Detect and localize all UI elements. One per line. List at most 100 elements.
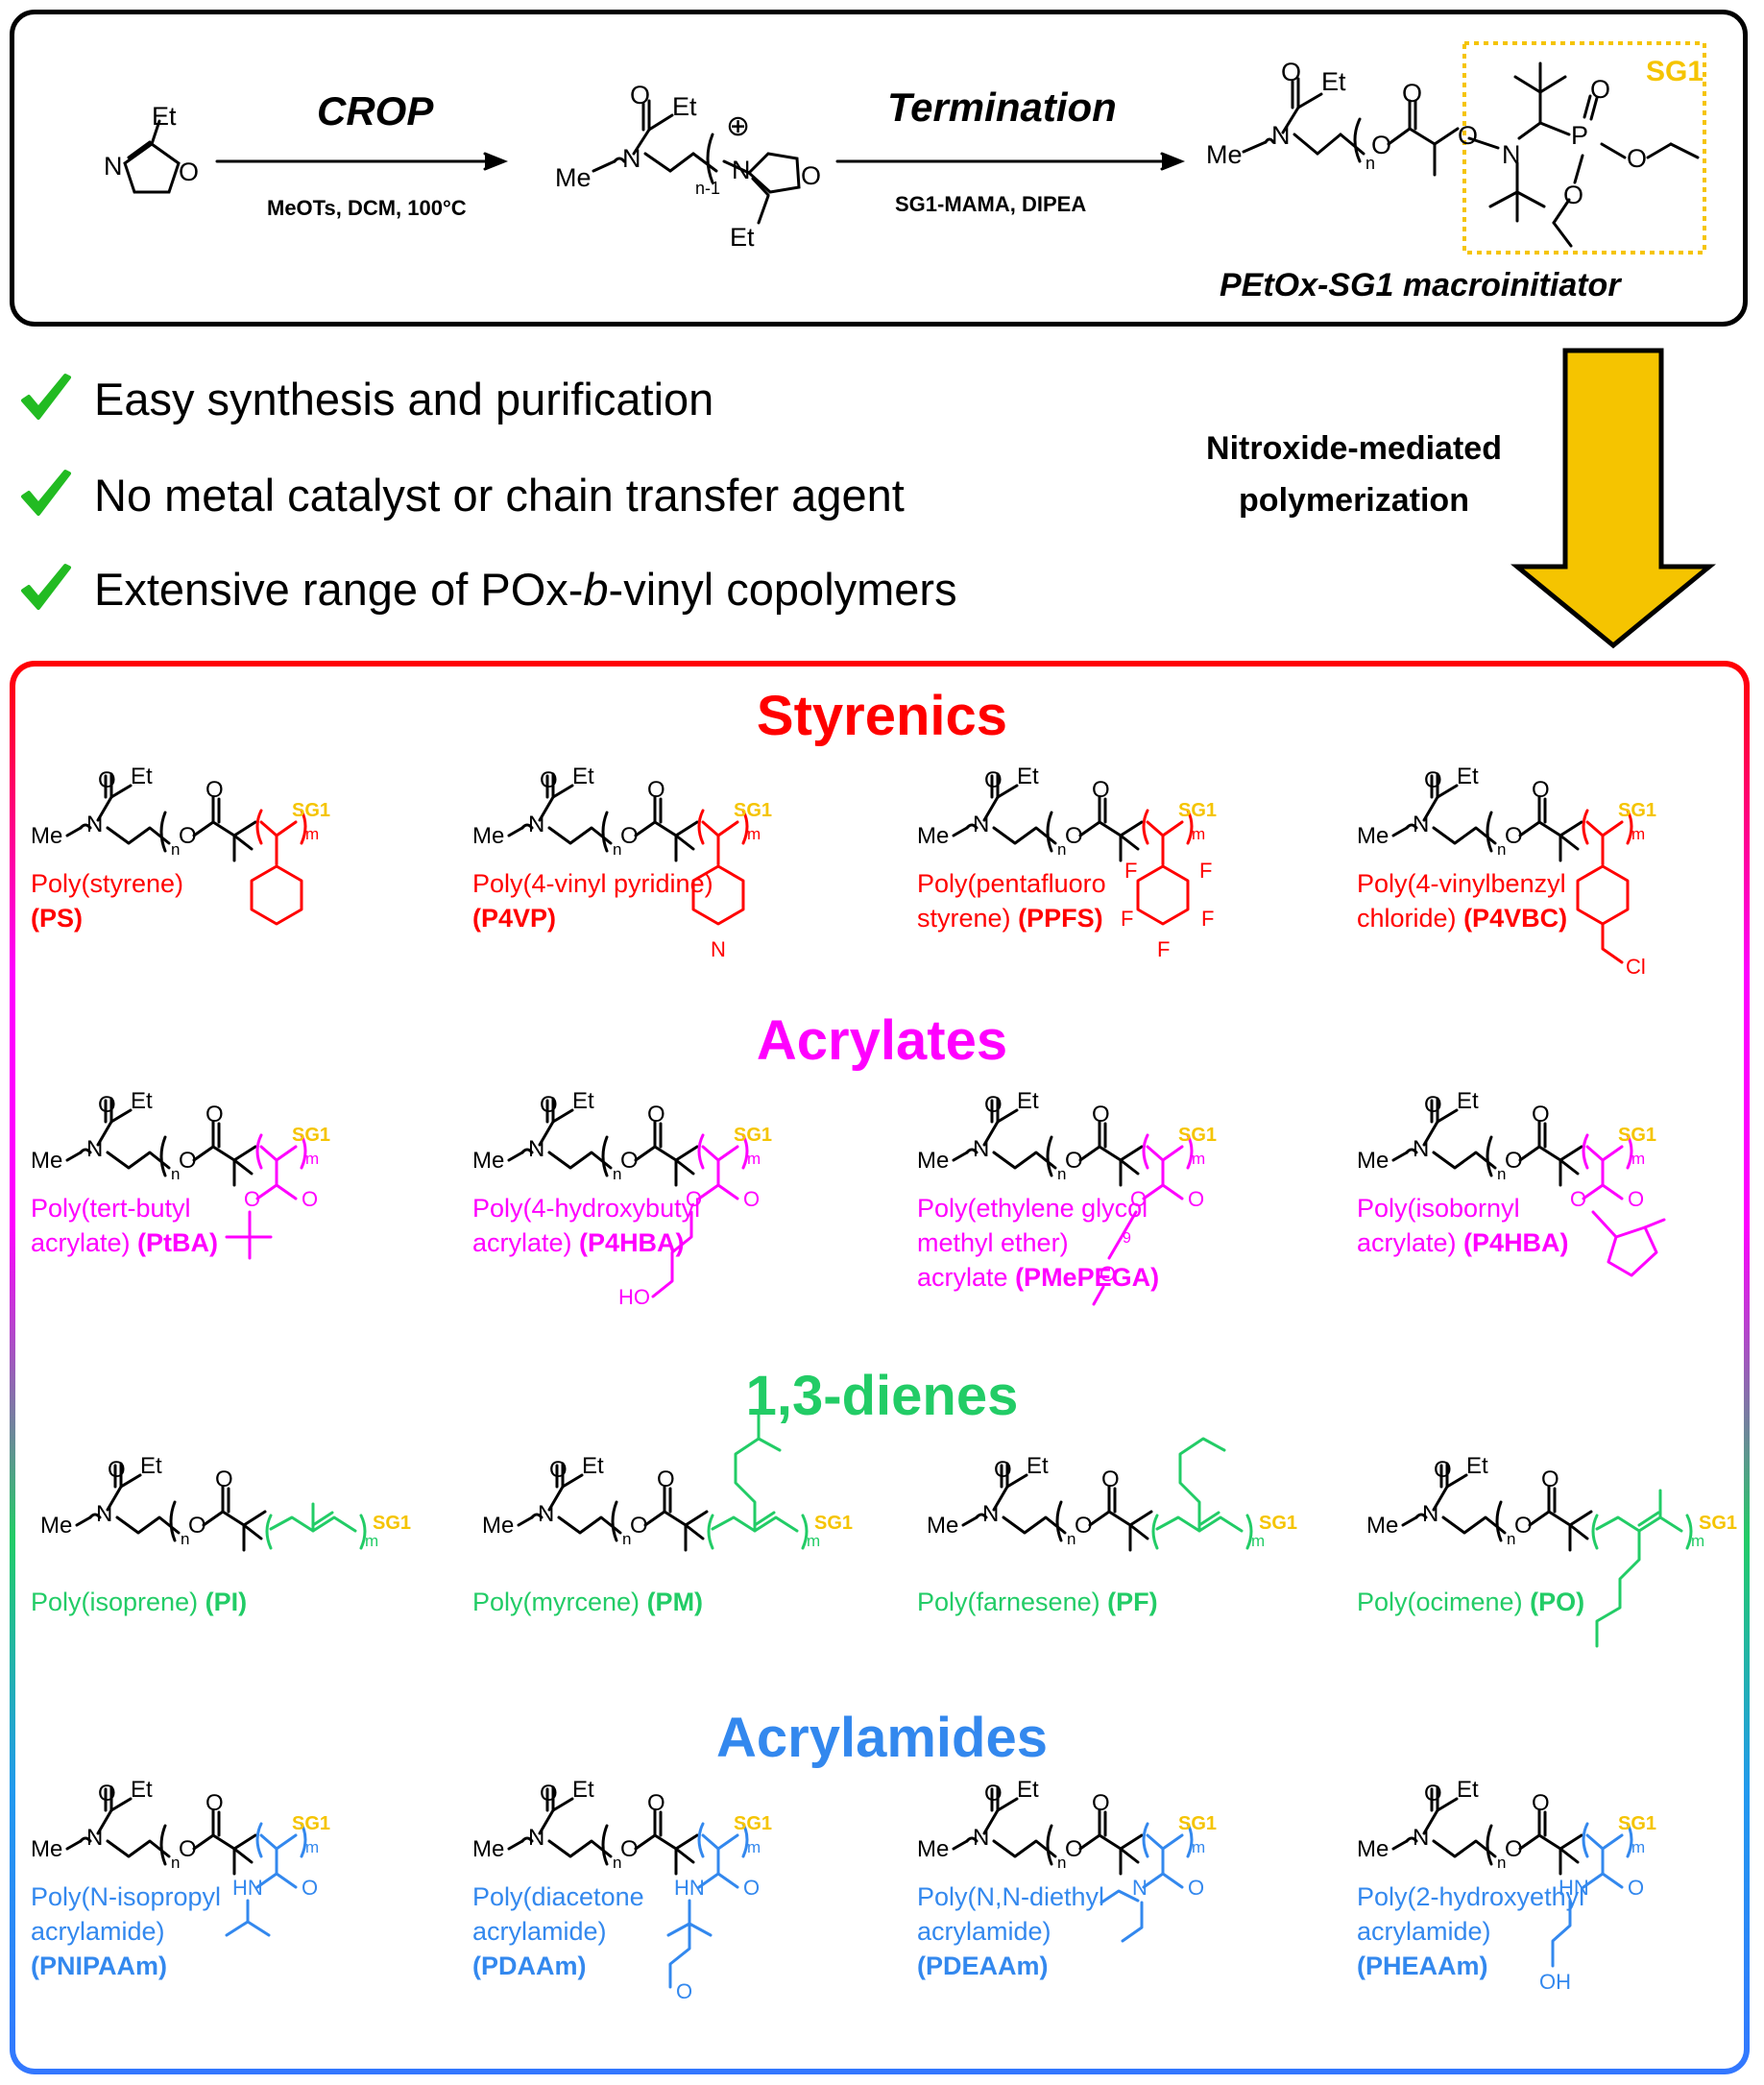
nitrogen-label: N (528, 1825, 544, 1851)
ethyl-label: Et (1466, 1453, 1488, 1479)
polymer-name-line: acrylamide) (1357, 1917, 1491, 1946)
category-title-acrylates: Acrylates (756, 1009, 1008, 1072)
hydroxyl-label: OH (1539, 1970, 1571, 1994)
oxygen-label: O (1092, 777, 1110, 803)
sg1-highlight-box (1462, 41, 1706, 255)
subscript-n: n (613, 1854, 621, 1872)
ethyl-label: Et (1457, 1088, 1479, 1114)
nitrogen-label: N (86, 1825, 103, 1851)
product-me-label: Me (1206, 140, 1243, 169)
intermediate-me-label: Me (555, 163, 592, 192)
advantage-text: Extensive range of POx-b-vinyl copolymer… (94, 563, 957, 615)
oxygen-label: O (1532, 1102, 1550, 1127)
subscript-n: n (171, 840, 180, 859)
oxygen-label: O (676, 1979, 692, 2003)
oxygen-label: O (108, 1457, 126, 1483)
ethyl-label: Et (1017, 764, 1039, 789)
oxygen-label: O (1541, 1467, 1559, 1492)
subscript-m: m (747, 825, 761, 843)
nitrogen-label: N (711, 937, 726, 961)
fluorine-label: F (1124, 859, 1137, 883)
oxygen-label: O (657, 1467, 675, 1492)
polymer-abbreviation: (PO) (1530, 1588, 1585, 1616)
synthesis-scheme-box (10, 10, 1748, 327)
product-o-label: O (1281, 58, 1302, 86)
polymer-abbreviation: (PI) (205, 1588, 248, 1616)
oxygen-label: O (1532, 1790, 1550, 1816)
oxygen-label: O (1065, 1148, 1083, 1174)
checkmark-icon (21, 564, 71, 610)
sg1-end-group-label: SG1 (1699, 1513, 1737, 1534)
sg1-end-group-label: SG1 (1178, 1813, 1217, 1834)
polymer-name-line: acrylate) (P4HBA) (1357, 1228, 1569, 1257)
polymer-name-line: Poly(2-hydroxyethyl (1357, 1882, 1585, 1911)
subscript-n: n (1507, 1530, 1515, 1548)
oxygen-label: O (1099, 1262, 1116, 1286)
polymer-name-line: acrylamide) (917, 1917, 1051, 1946)
nitrogen-label: N (1132, 1876, 1148, 1900)
sg1-end-group-label: SG1 (292, 1125, 330, 1146)
sg1-end-group-label: SG1 (734, 1125, 772, 1146)
sg1-end-group-label: SG1 (1178, 800, 1217, 821)
nitrogen-label: N (1413, 1136, 1429, 1162)
nitrogen-label: N (96, 1501, 112, 1527)
oxygen-label: O (686, 1187, 702, 1211)
oxygen-label: O (1570, 1187, 1586, 1211)
methyl-label: Me (31, 823, 62, 849)
monomer-o-label: O (179, 158, 200, 186)
polymer-name-line: Poly(ethylene glycol (917, 1194, 1148, 1223)
methyl-label: Me (1357, 1148, 1389, 1174)
oxygen-label: O (540, 1092, 558, 1118)
nitrogen-label: N (528, 1136, 544, 1162)
methyl-label: Me (917, 823, 949, 849)
sg1-end-group-label: SG1 (373, 1513, 411, 1534)
subscript-m: m (305, 1150, 319, 1168)
polymer-name-line: Poly(myrcene) (PM) (472, 1588, 704, 1616)
methyl-label: Me (40, 1513, 72, 1539)
subscript-n: n (613, 840, 621, 859)
polymer-name-line: acrylate) (PtBA) (31, 1228, 219, 1257)
subscript-n: n (1497, 1165, 1506, 1183)
oxygen-label: O (540, 767, 558, 793)
polymer-name-line: acrylate (PMePEGA) (917, 1263, 1160, 1292)
methyl-label: Me (1357, 823, 1389, 849)
nitrogen-label: N (982, 1501, 999, 1527)
oxygen-label: O (743, 1187, 760, 1211)
category-title-dienes: 1,3-dienes (745, 1365, 1019, 1427)
sg1-end-group-label: SG1 (292, 800, 330, 821)
oxygen-label: O (1532, 777, 1550, 803)
polymer-name-line: styrene) (PPFS) (917, 904, 1103, 933)
polymer-abbreviation: (P4HBA) (1463, 1228, 1569, 1257)
polymer-name-line: Poly(N-isopropyl (31, 1882, 222, 1911)
oxygen-label: O (1130, 1187, 1147, 1211)
amide-nh-label: HN (674, 1876, 705, 1900)
polymer-abbreviation: (PHEAAm) (1357, 1952, 1488, 1980)
polymer-name-line: Poly(N,N-diethyl (917, 1882, 1105, 1911)
polymer-name-line: Poly(isoprene) (PI) (31, 1588, 248, 1616)
polymer-name-line: Poly(diacetone (472, 1882, 644, 1911)
polymer-abbreviation: (PPFS) (1018, 904, 1103, 933)
subscript-m: m (747, 1150, 761, 1168)
polymer-name-line: Poly(farnesene) (PF) (917, 1588, 1158, 1616)
subscript-m: m (747, 1838, 761, 1856)
crop-step-title: CROP (317, 88, 434, 133)
oxygen-label: O (1424, 1781, 1442, 1806)
subscript-n: n (622, 1530, 631, 1548)
polymer-name: Poly(ocimene) (PO) (1357, 1585, 1584, 1619)
subscript-n: n (1057, 840, 1066, 859)
oxygen-label: O (244, 1187, 260, 1211)
methyl-label: Me (472, 1836, 504, 1862)
oxygen-label: O (1505, 1836, 1523, 1862)
